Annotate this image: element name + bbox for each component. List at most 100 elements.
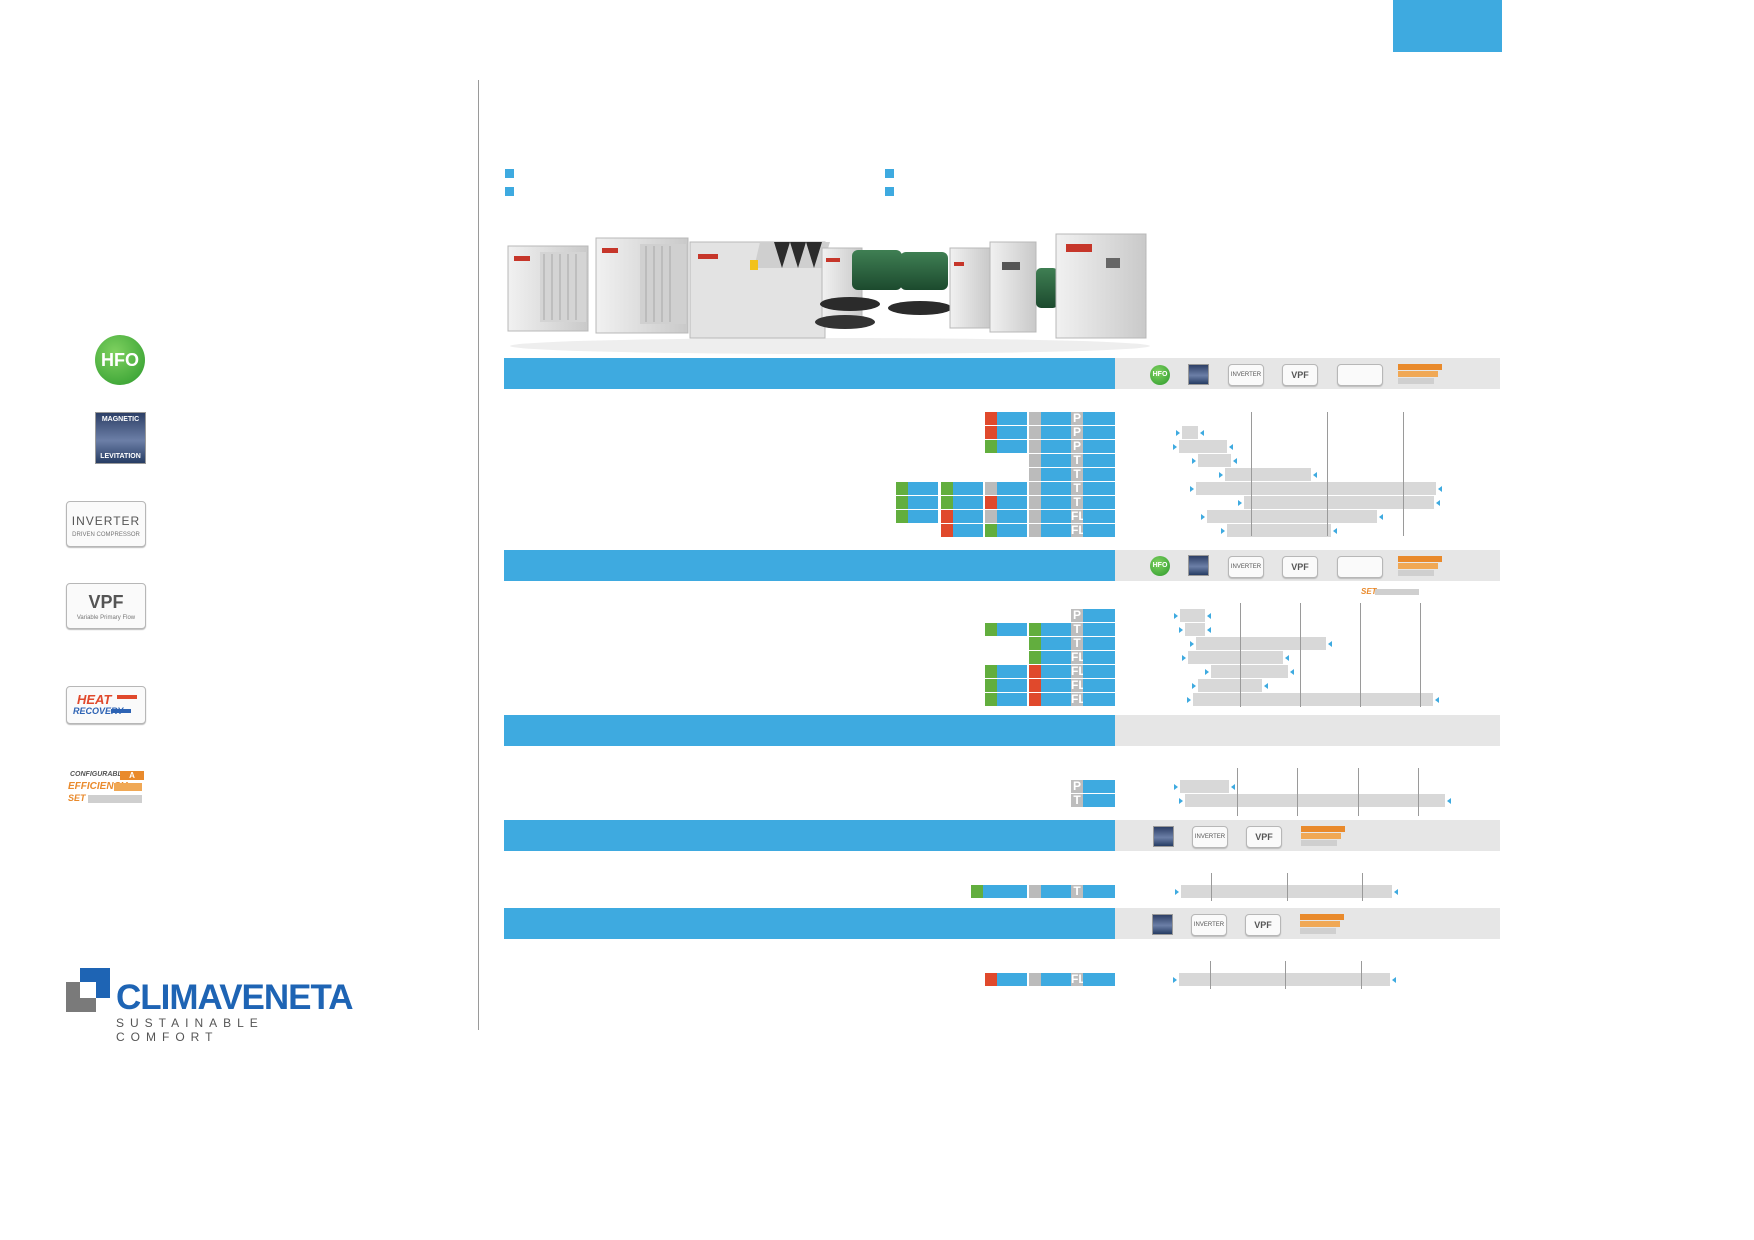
inverter-icon: INVERTER: [1228, 556, 1264, 578]
range-bar: [1244, 496, 1434, 509]
range-start-marker: [1175, 889, 1179, 895]
range-start-marker: [1192, 683, 1196, 689]
set-label: SET: [1361, 587, 1377, 596]
range-gridline: [1358, 768, 1359, 816]
range-start-marker: [1182, 655, 1186, 661]
type-letter: P: [1071, 425, 1083, 439]
model-feature-block: [1041, 426, 1071, 439]
model-feature-block: [1029, 693, 1041, 706]
model-feature-block: [1041, 623, 1071, 636]
divider: [478, 80, 479, 1030]
model-row-tail: [1083, 524, 1115, 537]
model-feature-block: [997, 665, 1027, 678]
model-feature-block: [985, 496, 997, 509]
model-feature-block: [985, 693, 997, 706]
model-row-tail: [1083, 412, 1115, 425]
range-bar: [1196, 482, 1436, 495]
range-start-marker: [1190, 641, 1194, 647]
configurable-efficiency-set-icon: [1301, 826, 1347, 846]
inverter-icon: INVERTER DRIVEN COMPRESSOR: [66, 501, 146, 547]
bullet-square: [505, 187, 514, 196]
model-feature-block: [1029, 623, 1041, 636]
brand-mark-icon: [66, 968, 110, 1012]
model-feature-block: [953, 496, 983, 509]
configurable-efficiency-set-icon: [1398, 364, 1444, 384]
model-feature-block: [997, 412, 1027, 425]
corner-tab: [1393, 0, 1502, 52]
bullet-square: [885, 187, 894, 196]
range-bar: [1188, 651, 1283, 664]
model-feature-block: [896, 496, 908, 509]
brand-logo: CLIMAVENETA SUSTAINABLE COMFORT: [66, 968, 366, 1044]
type-letter: T: [1071, 794, 1083, 807]
type-letter: T: [1071, 468, 1083, 481]
type-letter: T: [1071, 637, 1083, 650]
model-row-tail: [1083, 623, 1115, 636]
model-feature-block: [941, 496, 953, 509]
range-gridline: [1210, 961, 1211, 989]
model-feature-block: [983, 885, 1027, 898]
model-feature-block: [1041, 665, 1071, 678]
range-start-marker: [1219, 472, 1223, 478]
model-feature-block: [953, 510, 983, 523]
model-row-tail: [1083, 693, 1115, 706]
model-feature-block: [908, 496, 938, 509]
model-feature-block: [997, 973, 1027, 986]
range-gridline: [1418, 768, 1419, 816]
range-end-marker: [1290, 669, 1294, 675]
range-end-marker: [1231, 784, 1235, 790]
range-end-marker: [1328, 641, 1332, 647]
model-row-tail: [1083, 665, 1115, 678]
model-feature-block: [985, 524, 997, 537]
type-letter: FL: [1071, 692, 1086, 706]
range-end-marker: [1313, 472, 1317, 478]
model-feature-block: [953, 524, 983, 537]
type-letter: T: [1071, 454, 1083, 467]
range-end-marker: [1438, 486, 1442, 492]
range-bar: [1179, 440, 1227, 453]
range-start-marker: [1187, 697, 1191, 703]
model-feature-block: [985, 973, 997, 986]
section-header-bar: [504, 550, 1115, 581]
range-gridline: [1237, 768, 1238, 816]
model-row-tail: [1083, 651, 1115, 664]
range-end-marker: [1229, 444, 1233, 450]
heat-recovery-icon: [1337, 364, 1383, 386]
inverter-icon: INVERTER: [1228, 364, 1264, 386]
model-feature-block: [985, 412, 997, 425]
model-row-tail: [1083, 454, 1115, 467]
model-feature-block: [1029, 440, 1041, 453]
section-header-bar: [504, 715, 1115, 746]
range-gridline: [1361, 961, 1362, 989]
range-end-marker: [1435, 697, 1439, 703]
range-end-marker: [1233, 458, 1237, 464]
model-feature-block: [1041, 412, 1071, 425]
model-feature-block: [997, 482, 1027, 495]
model-row-tail: [1083, 426, 1115, 439]
range-bar: [1211, 665, 1288, 678]
model-feature-block: [985, 482, 997, 495]
vpf-icon: VPF: [1282, 556, 1318, 578]
type-letter: FL: [1071, 523, 1086, 537]
model-row-tail: [1083, 482, 1115, 495]
magnetic-levitation-icon: [1188, 555, 1209, 576]
magnetic-levitation-icon: MAGNETIC LEVITATION: [95, 412, 146, 464]
range-bar: [1196, 637, 1326, 650]
model-feature-block: [1029, 482, 1041, 495]
heat-recovery-icon: [1337, 556, 1383, 578]
model-feature-block: [985, 665, 997, 678]
section-header-bar: [504, 358, 1115, 389]
range-start-marker: [1176, 430, 1180, 436]
section-header-bar: [504, 908, 1115, 939]
range-bar: [1182, 426, 1198, 439]
model-feature-block: [1041, 637, 1071, 650]
range-bar: [1181, 885, 1392, 898]
model-feature-block: [997, 623, 1027, 636]
bullet-square: [885, 169, 894, 178]
model-feature-block: [985, 440, 997, 453]
range-end-marker: [1447, 798, 1451, 804]
model-feature-block: [1029, 454, 1041, 467]
model-feature-block: [908, 510, 938, 523]
range-end-marker: [1392, 977, 1396, 983]
range-bar: [1225, 468, 1311, 481]
